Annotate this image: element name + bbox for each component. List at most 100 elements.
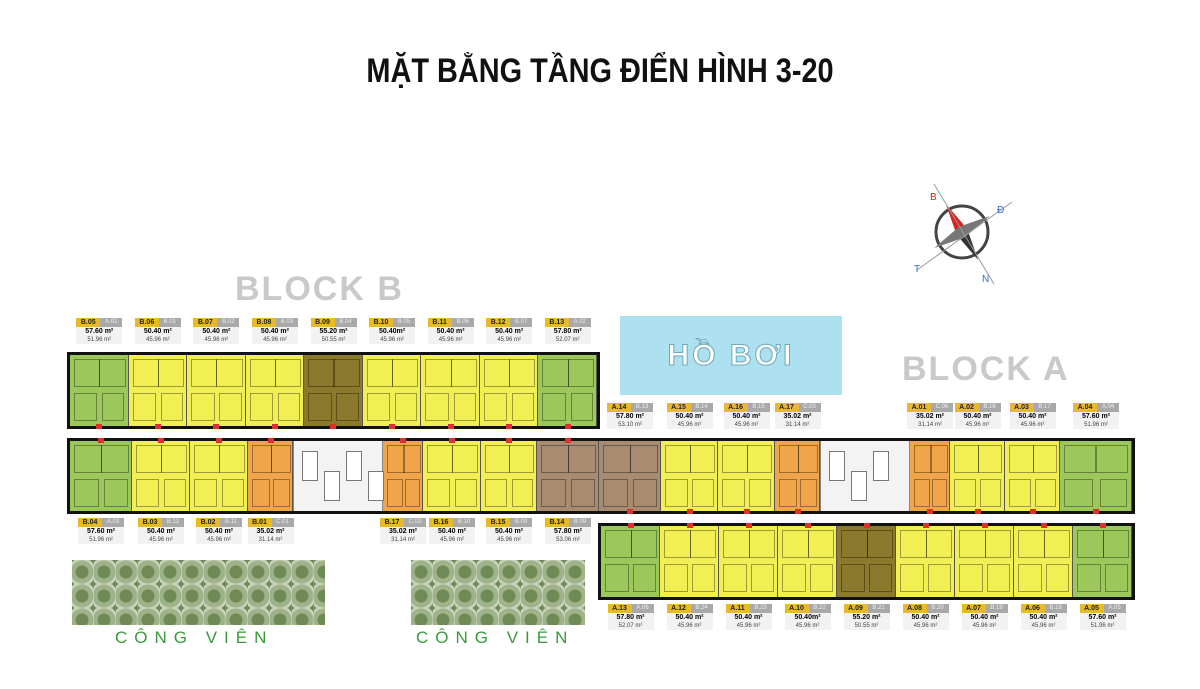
unit-A.12[interactable] [660, 523, 719, 597]
unit-alt-code: B.24 [690, 604, 713, 613]
unit-A.05[interactable] [1073, 523, 1132, 597]
unit-code: A.11 [725, 604, 750, 613]
unit-net-area: 45.96 m² [902, 622, 949, 630]
room [692, 479, 714, 507]
room [512, 393, 535, 421]
room [450, 359, 477, 387]
unit-A.04[interactable] [1060, 441, 1132, 514]
unit-B.14[interactable] [537, 438, 599, 511]
unit-A.15[interactable] [661, 441, 718, 514]
unit-area: 55.20 m² [310, 327, 357, 336]
unit-A.02[interactable] [950, 441, 1005, 514]
unit-B.01[interactable] [248, 438, 293, 511]
door-marker [98, 438, 104, 443]
door-marker [1093, 509, 1099, 514]
room [387, 445, 405, 473]
room [746, 445, 773, 473]
room [605, 530, 632, 558]
room [603, 445, 631, 473]
compass-icon: B Đ N T [914, 183, 1013, 285]
room [914, 479, 930, 507]
room [1096, 445, 1129, 473]
room [163, 479, 186, 507]
unit-A.16[interactable] [718, 441, 775, 514]
room [1064, 479, 1093, 507]
unit-code: B.01 [247, 518, 272, 527]
unit-A.14[interactable] [599, 441, 661, 514]
door-marker [154, 424, 161, 429]
room [485, 445, 511, 473]
unit-A.01[interactable] [910, 441, 950, 514]
unit-A.06[interactable] [1014, 523, 1073, 597]
unit-net-area: 51.96 m² [1073, 421, 1119, 429]
room [665, 445, 691, 473]
unit-net-area: 52.07 m² [607, 622, 654, 630]
unit-B.16[interactable] [423, 438, 481, 511]
unit-B.11[interactable] [421, 355, 480, 429]
unit-area: 50.40m² [784, 613, 831, 622]
unit-B.09[interactable] [304, 355, 363, 429]
room [1077, 564, 1101, 592]
unit-A.07[interactable] [955, 523, 1014, 597]
unit-alt-code: B.21 [867, 604, 890, 613]
unit-A.08[interactable] [896, 523, 955, 597]
unit-A.13[interactable] [601, 523, 660, 597]
unit-code: B.15 [486, 518, 510, 527]
unit-area: 50.40 m² [725, 613, 772, 622]
room [1046, 564, 1069, 592]
unit-B.03[interactable] [132, 438, 190, 511]
unit-B.12[interactable] [479, 355, 539, 429]
room [132, 393, 156, 421]
unit-alt-code: A.02 [568, 318, 591, 327]
unit-B.08[interactable] [245, 355, 305, 429]
stair-shaft [346, 451, 362, 481]
room [914, 445, 932, 473]
unit-B.17[interactable] [383, 438, 423, 511]
unit-alt-code: B.01 [158, 318, 181, 327]
unit-A.03[interactable] [1005, 441, 1060, 514]
unit-B.02[interactable] [190, 438, 248, 511]
unit-code: B.11 [427, 318, 452, 327]
room [74, 359, 101, 387]
unit-net-area: 45.96 m² [486, 536, 532, 544]
unit-B.10[interactable] [362, 355, 422, 429]
room [425, 359, 452, 387]
unit-B.04[interactable] [70, 438, 132, 511]
unit-alt-code: B.09 [569, 518, 591, 527]
unit-A.11[interactable] [719, 523, 778, 597]
door-marker [216, 438, 222, 443]
unit-B.05[interactable] [70, 355, 129, 429]
stair-elevator-core [293, 441, 384, 511]
room [959, 564, 983, 592]
unit-code: B.08 [251, 318, 276, 327]
door-marker [981, 523, 988, 528]
unit-net-area: 51.96 m² [76, 336, 123, 344]
unit-alt-code: B.10 [453, 518, 475, 527]
unit-B.13[interactable] [538, 355, 597, 429]
stair-shaft [829, 451, 845, 481]
park-image-1 [72, 560, 325, 625]
unit-A.10[interactable] [778, 523, 837, 597]
room [751, 564, 774, 592]
room [782, 564, 806, 592]
door-marker [743, 509, 750, 514]
unit-A.09[interactable] [837, 523, 896, 597]
unit-B.15[interactable] [481, 438, 537, 511]
room [387, 479, 403, 507]
unit-net-area: 45.96 m² [429, 536, 475, 544]
unit-alt-code: B.05 [393, 318, 416, 327]
room [807, 530, 835, 558]
unit-B.07[interactable] [187, 355, 246, 429]
unit-A.17[interactable] [775, 441, 820, 514]
unit-B.06[interactable] [128, 355, 188, 429]
